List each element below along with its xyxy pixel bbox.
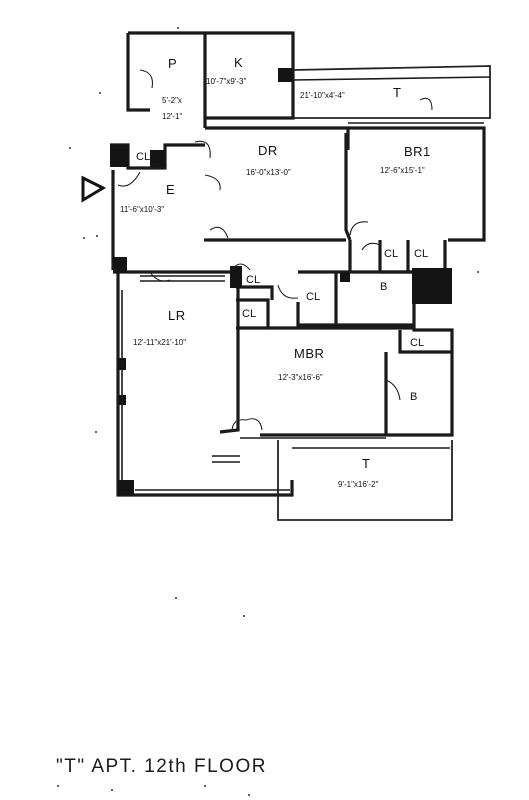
master-label: MBR: [294, 346, 324, 361]
door-swings: [117, 69, 433, 463]
scan-specks: [57, 27, 479, 796]
dining-dim: 16'-0"x13'-0": [246, 168, 291, 177]
dining-label: DR: [258, 143, 278, 158]
room-labels: P 5'-2"x 12'-1" K 10'-7"x9'-3" T 21'-10"…: [120, 55, 431, 489]
bedroom1-dim: 12'-6"x15'-1": [380, 166, 425, 175]
pantry-label: P: [168, 56, 177, 71]
closet-hall-a-label: CL: [246, 274, 260, 286]
windows: [121, 122, 484, 491]
terrace-top-label: T: [393, 85, 401, 100]
terrace-bottom-dim: 9'-1"x16'-2": [338, 480, 378, 489]
closet-br1-b-label: CL: [414, 248, 428, 260]
entry-dim: 11'-6"x10'-3": [120, 205, 164, 214]
bath-1-label: B: [380, 281, 387, 293]
closet-hall-b-label: CL: [306, 291, 320, 303]
bedroom1-label: BR1: [404, 144, 431, 159]
pantry-dim: 5'-2"x: [162, 96, 182, 105]
kitchen-dim: 10'-7"x9'-3": [206, 77, 246, 86]
closet-br1-a-label: CL: [384, 248, 398, 260]
closet-mbr-label: CL: [410, 337, 424, 349]
wall-accents: [110, 68, 452, 495]
plan-caption: "T" APT. 12th FLOOR: [56, 756, 267, 777]
entrance-arrow-icon: [81, 175, 107, 203]
terrace-top-dim: 21'-10"x4'-4": [300, 91, 345, 100]
pantry-dim-2: 12'-1": [162, 112, 183, 121]
living-dim: 12'-11"x21'-10": [133, 338, 186, 347]
entry-label: E: [166, 182, 175, 197]
closet-lr-label: CL: [242, 308, 256, 320]
bath-2-label: B: [410, 391, 417, 403]
closet-entry-label: CL: [136, 151, 150, 163]
master-dim: 12'-3"x16'-6": [278, 373, 323, 382]
kitchen-label: K: [234, 55, 243, 70]
living-label: LR: [168, 308, 186, 323]
terrace-bottom-label: T: [362, 456, 370, 471]
